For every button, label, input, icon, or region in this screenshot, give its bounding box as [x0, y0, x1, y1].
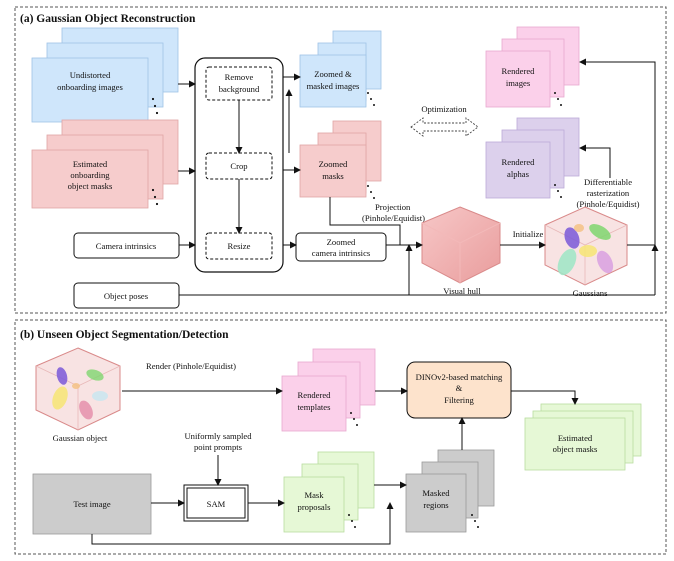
rendered-images-label-2: images [506, 78, 531, 88]
gaussians-cube [544, 206, 628, 286]
render-label: Render (Pinhole/Equidist) [146, 361, 236, 371]
resize-label: Resize [228, 241, 251, 251]
estimated-masks-label-1: Estimated [73, 159, 108, 169]
point-prompts-label-1: Uniformly sampled [184, 431, 252, 441]
visual-hull-cube [421, 206, 501, 284]
test-image-box [32, 473, 152, 535]
gaussian-object-cube [35, 347, 121, 431]
diff-raster-label-3: (Pinhole/Equidist) [576, 199, 639, 209]
test-image-label: Test image [73, 499, 111, 509]
section-b-edges [91, 387, 579, 545]
dinov2-label-2: & [456, 383, 463, 393]
dinov2-label-3: Filtering [444, 395, 474, 405]
rendered-alphas-stack: Rendered alphas [485, 117, 580, 199]
gaussian-object-label: Gaussian object [53, 433, 108, 443]
mask-proposals-stack: Mask proposals [283, 451, 375, 533]
remove-background-label-1: Remove [225, 72, 254, 82]
zoomed-intrinsics-label-2: camera intrinsics [312, 248, 371, 258]
masked-regions-label-2: regions [423, 500, 449, 510]
zoomed-masks-stack: Zoomed masks [299, 120, 382, 199]
estimated-masks-stack: Estimated onboarding object masks [31, 119, 179, 209]
rendered-templates-label-2: templates [298, 402, 332, 412]
mask-proposals-label-1: Mask [304, 490, 324, 500]
remove-background-label-2: background [219, 84, 260, 94]
zoomed-masked-images-label-2: masked images [307, 81, 360, 91]
undistorted-images-stack: Undistorted onboarding images [31, 27, 179, 123]
undistorted-images-label-2: onboarding images [57, 82, 123, 92]
mask-proposals-label-2: proposals [298, 502, 332, 512]
projection-label-1: Projection [375, 202, 411, 212]
projection-label-2: (Pinhole/Equidist) [362, 213, 425, 223]
undistorted-images-label-1: Undistorted [70, 70, 111, 80]
rendered-alphas-label-2: alphas [507, 169, 530, 179]
estimated-object-masks-stack: Estimated object masks [524, 403, 642, 471]
section-a-edges [178, 58, 659, 296]
visual-hull-label: Visual hull [443, 286, 481, 296]
zoomed-masks-label-2: masks [322, 171, 344, 181]
estimated-object-masks-label-2: object masks [553, 444, 598, 454]
estimated-masks-label-3: object masks [68, 181, 113, 191]
rendered-templates-stack: Rendered templates [281, 348, 376, 432]
section-a-frame [14, 6, 667, 314]
zoomed-masked-images-stack: Zoomed & masked images [299, 30, 382, 108]
dinov2-label-1: DINOv2-based matching [416, 372, 503, 382]
camera-intrinsics-label: Camera intrinsics [96, 241, 157, 251]
masked-regions-stack: Masked regions [405, 449, 495, 533]
gaussians-label: Gaussians [573, 288, 609, 298]
object-poses-label: Object poses [104, 291, 149, 301]
rendered-images-stack: Rendered images [485, 26, 580, 108]
section-b-title: (b) Unseen Object Segmentation/Detection [20, 329, 229, 341]
section-b: (b) Unseen Object Segmentation/Detection… [14, 319, 667, 555]
initialize-label: Initialize [513, 229, 544, 239]
sam-label: SAM [207, 499, 226, 509]
zoomed-intrinsics-label-1: Zoomed [327, 237, 356, 247]
zoomed-masks-label-1: Zoomed [319, 159, 348, 169]
diff-raster-label-1: Differentiable [584, 177, 632, 187]
rendered-templates-label-1: Rendered [298, 390, 332, 400]
estimated-object-masks-label-1: Estimated [558, 433, 593, 443]
section-a: (a) Gaussian Object Reconstruction Undis… [14, 6, 667, 314]
estimated-masks-label-2: onboarding [70, 170, 110, 180]
optimization-double-arrow [410, 117, 479, 137]
section-a-title: (a) Gaussian Object Reconstruction [20, 13, 196, 25]
masked-regions-label-1: Masked [422, 488, 450, 498]
diff-raster-label-2: rasterization [587, 188, 630, 198]
rendered-images-label-1: Rendered [502, 66, 536, 76]
zoomed-masked-images-label-1: Zoomed & [314, 69, 352, 79]
optimization-label: Optimization [421, 104, 467, 114]
crop-label: Crop [230, 161, 247, 171]
point-prompts-label-2: point prompts [194, 442, 243, 452]
rendered-alphas-label-1: Rendered [502, 157, 536, 167]
section-b-frame [14, 319, 667, 555]
